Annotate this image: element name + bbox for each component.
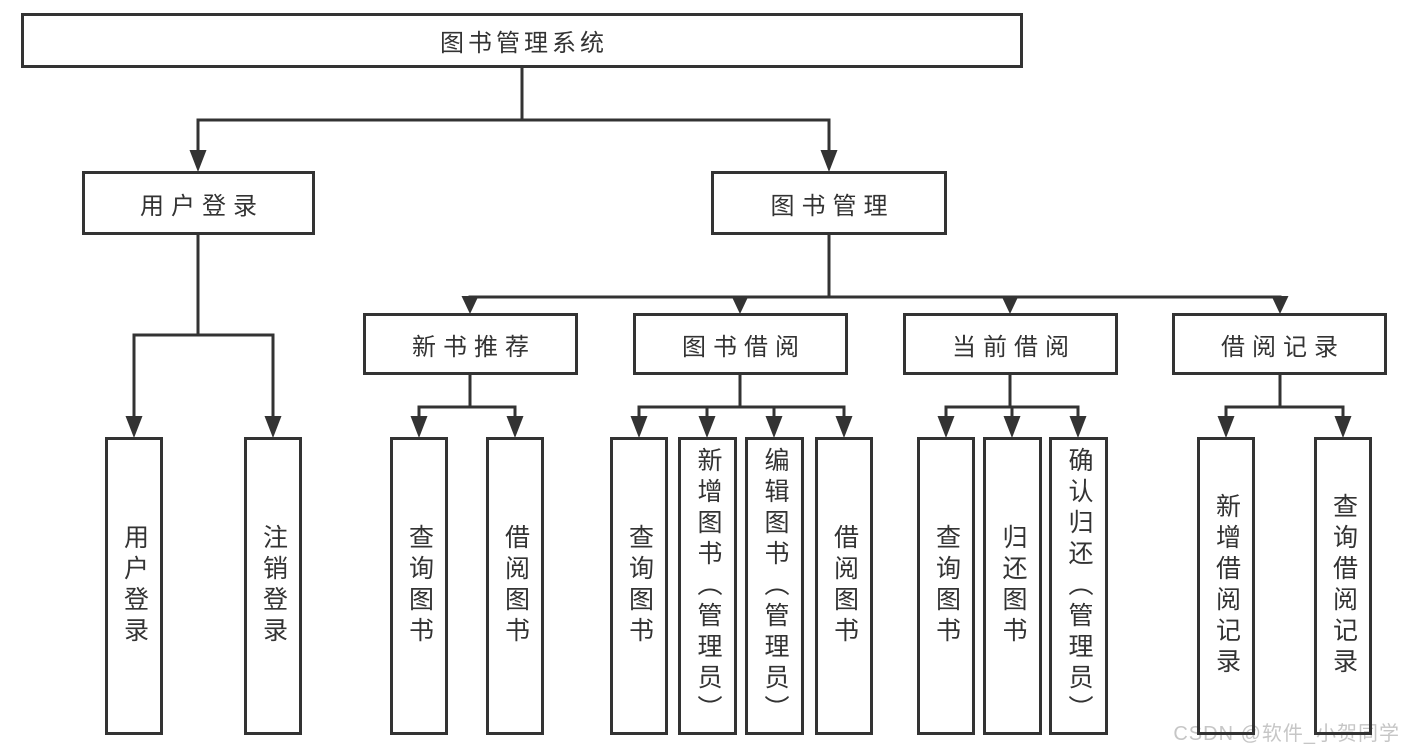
leaf-borrow-books-borrowing: 借阅图书 — [815, 437, 873, 735]
leaf-add-books-admin: 新增图书（管理员） — [678, 437, 737, 735]
leaf-query-borrow-record: 查询借阅记录 — [1314, 437, 1372, 735]
node-label: 图书管理 — [770, 192, 895, 220]
connector-root-to-level2 — [189, 68, 838, 172]
node-label: 编辑图书（管理员） — [761, 446, 789, 726]
node-user-login: 用户登录 — [82, 171, 315, 235]
node-label: 用户登录 — [120, 524, 149, 648]
node-label: 查询图书 — [405, 524, 434, 648]
node-label: 查询图书 — [625, 524, 654, 648]
connector-new-book-recommend-to-leaves — [410, 375, 524, 438]
leaf-confirm-return-admin: 确认归还（管理员） — [1049, 437, 1108, 735]
connector-user-login-to-leaves — [125, 235, 282, 438]
node-book-borrowing: 图书借阅 — [633, 313, 848, 375]
connector-book-management-to-level3 — [461, 235, 1289, 314]
node-label: 归还图书 — [999, 524, 1027, 648]
connector-current-borrowing-to-leaves — [937, 375, 1087, 438]
node-label: 新增图书（管理员） — [694, 446, 722, 726]
leaf-return-books: 归还图书 — [983, 437, 1042, 735]
connector-borrow-records-to-leaves — [1217, 375, 1352, 438]
node-label: 借阅图书 — [501, 524, 530, 648]
node-label: 借阅图书 — [830, 524, 859, 648]
leaf-add-borrow-record: 新增借阅记录 — [1197, 437, 1255, 735]
csdn-watermark: CSDN @软件_小贺同学 — [1173, 723, 1400, 745]
leaf-query-books-current: 查询图书 — [917, 437, 975, 735]
node-label: 新书推荐 — [412, 333, 536, 361]
node-label: 借阅记录 — [1221, 333, 1345, 361]
node-label: 确认归还（管理员） — [1065, 446, 1093, 726]
leaf-user-login: 用户登录 — [105, 437, 163, 735]
leaf-logout: 注销登录 — [244, 437, 302, 735]
node-borrow-records: 借阅记录 — [1172, 313, 1387, 375]
node-library-management-system: 图书管理系统 — [21, 13, 1023, 68]
node-new-book-recommend: 新书推荐 — [363, 313, 578, 375]
connector-book-borrowing-to-leaves — [630, 375, 853, 438]
leaf-query-books-borrowing: 查询图书 — [610, 437, 668, 735]
node-label: 新增借阅记录 — [1212, 493, 1241, 679]
node-label: 查询图书 — [932, 524, 961, 648]
leaf-borrow-books-recommend: 借阅图书 — [486, 437, 544, 735]
leaf-edit-books-admin: 编辑图书（管理员） — [745, 437, 804, 735]
node-label: 图书管理系统 — [440, 30, 608, 57]
node-label: 注销登录 — [259, 524, 288, 648]
node-label: 图书借阅 — [682, 333, 806, 361]
node-label: 查询借阅记录 — [1329, 493, 1358, 679]
node-current-borrowing: 当前借阅 — [903, 313, 1118, 375]
node-book-management: 图书管理 — [711, 171, 947, 235]
leaf-query-books-recommend: 查询图书 — [390, 437, 448, 735]
node-label: 用户登录 — [140, 192, 264, 220]
node-label: 当前借阅 — [952, 333, 1076, 361]
